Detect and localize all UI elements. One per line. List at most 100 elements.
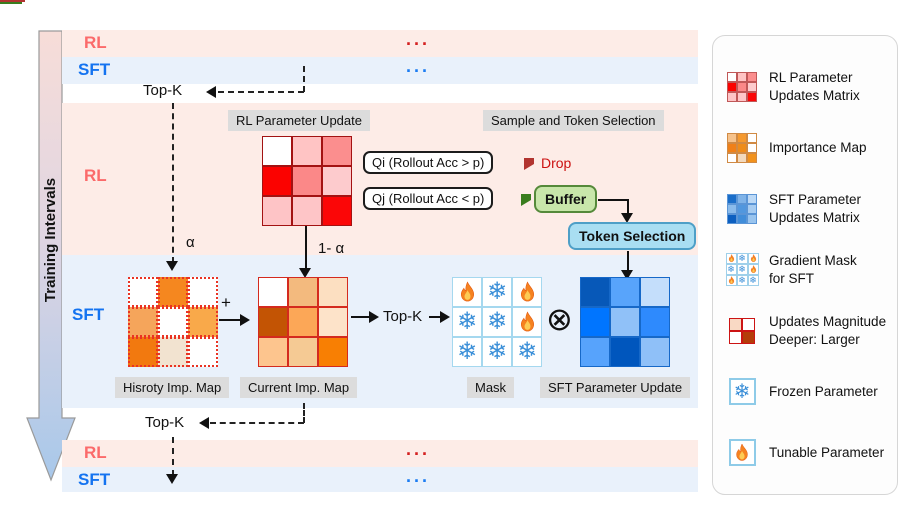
flame-icon	[750, 265, 756, 273]
mask-label: Mask	[467, 377, 515, 398]
tunable-parameter-icon	[725, 439, 759, 466]
matrix-cell	[258, 337, 288, 367]
flame-cell	[747, 264, 759, 275]
ellipsis-rl-bottom: ...	[406, 439, 431, 459]
matrix-cell	[322, 136, 352, 166]
rl-parameter-update-label: RL Parameter Update	[228, 110, 370, 131]
legend-item: Importance Map	[725, 117, 893, 178]
dashed-connector	[218, 91, 304, 93]
snowflake-icon: ❄	[516, 338, 538, 365]
matrix-cell	[727, 213, 737, 224]
matrix-cell	[610, 307, 640, 337]
qj-rollout-box: Qj (Rollout Acc < p)	[363, 187, 494, 210]
snowflake-cell: ❄	[452, 307, 482, 337]
matrix-cell	[747, 81, 757, 92]
flame-cell	[512, 277, 542, 307]
history-imp-map-label: Hisroty Imp. Map	[115, 377, 230, 398]
matrix-cell	[727, 193, 737, 204]
matrix-cell	[322, 196, 352, 226]
matrix-cell	[747, 132, 757, 143]
matrix-cell	[158, 277, 188, 307]
current-imp-map-label: Current Imp. Map	[240, 377, 358, 398]
buffer-arrow	[0, 2, 22, 4]
matrix-cell	[737, 71, 747, 82]
matrix-cell	[258, 307, 288, 337]
plus-label: +	[221, 293, 231, 312]
arrowhead-icon	[440, 311, 450, 323]
matrix-cell	[747, 142, 757, 153]
matrix-cell	[742, 317, 755, 331]
snowflake-cell: ❄	[482, 337, 512, 367]
matrix-cell	[188, 337, 218, 367]
tunable-parameter-icon	[728, 439, 756, 466]
snowflake-icon: ❄	[456, 308, 478, 335]
matrix-cell	[640, 277, 670, 307]
topk-label-bottom: Top-K	[145, 414, 185, 431]
matrix-cell	[292, 196, 322, 226]
matrix-cell	[727, 152, 737, 163]
qi-rollout-box: Qi (Rollout Acc > p)	[363, 151, 494, 174]
sft-interval-row-bottom: SFT ...	[62, 466, 698, 492]
topk-label-top: Top-K	[143, 82, 183, 99]
rl-interval-row-top: RL ...	[62, 29, 698, 57]
dashed-connector	[210, 422, 304, 424]
flame-icon	[736, 442, 748, 461]
matrix-cell	[737, 193, 747, 204]
matrix-cell	[610, 337, 640, 367]
matrix-cell	[640, 337, 670, 367]
gradient-mask-grid: ❄❄❄❄❄❄	[452, 277, 542, 367]
matrix-cell	[737, 203, 747, 214]
snowflake-cell: ❄	[452, 337, 482, 367]
flame-cell	[512, 307, 542, 337]
matrix-cell	[737, 81, 747, 92]
snowflake-icon: ❄	[738, 264, 746, 274]
matrix-cell	[288, 337, 318, 367]
matrix-cell	[747, 213, 757, 224]
matrix-cell	[322, 166, 352, 196]
legend-label: Importance Map	[769, 139, 867, 155]
snowflake-icon: ❄	[727, 264, 735, 274]
snowflake-cell: ❄	[736, 275, 748, 286]
flame-icon	[520, 280, 534, 301]
arrowhead-icon	[621, 213, 633, 223]
connector	[305, 226, 307, 270]
snowflake-cell: ❄	[482, 307, 512, 337]
snowflake-icon: ❄	[733, 380, 751, 403]
flame-cell	[747, 253, 759, 264]
sft-row-label: SFT	[78, 60, 111, 79]
connector	[219, 319, 241, 321]
snowflake-cell: ❄	[747, 275, 759, 286]
buffer-box: Buffer	[534, 185, 598, 213]
history-importance-map	[128, 277, 218, 367]
matrix-cell	[258, 277, 288, 307]
matrix-cell	[262, 166, 292, 196]
matrix-cell	[158, 307, 188, 337]
connector	[627, 251, 629, 271]
matrix-cell	[747, 203, 757, 214]
alpha-label: α	[186, 234, 195, 251]
matrix-cell	[580, 307, 610, 337]
matrix-cell	[727, 142, 737, 153]
flame-icon	[460, 280, 474, 301]
matrix-cell	[727, 203, 737, 214]
matrix-cell	[747, 91, 757, 102]
arrowhead-icon	[521, 194, 531, 206]
matrix-cell	[128, 277, 158, 307]
snowflake-icon: ❄	[486, 278, 508, 305]
snowflake-icon: ❄	[749, 275, 757, 285]
matrix-cell	[288, 307, 318, 337]
snowflake-icon: ❄	[456, 338, 478, 365]
matrix-cell	[640, 307, 670, 337]
matrix-cell	[188, 277, 218, 307]
snowflake-icon: ❄	[486, 338, 508, 365]
rl-parameter-update-matrix	[262, 136, 352, 226]
connector	[429, 316, 441, 318]
matrix-cell	[610, 277, 640, 307]
flame-icon	[520, 310, 534, 331]
